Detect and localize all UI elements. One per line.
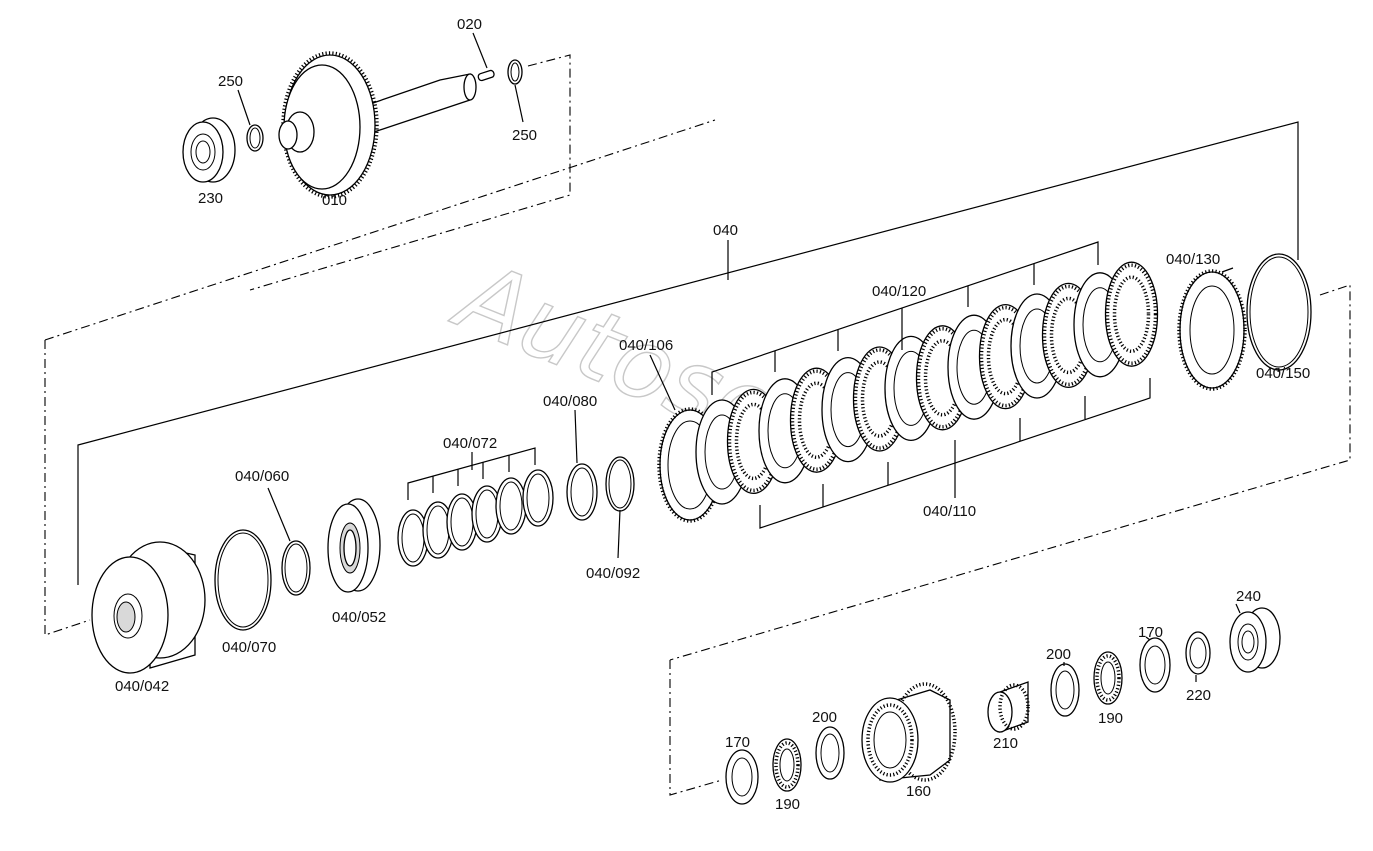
needle-thrust-bearing-190-left[interactable]: [772, 738, 802, 792]
gear-shaft-010[interactable]: [278, 51, 477, 199]
piston-040-052[interactable]: [327, 498, 381, 593]
snap-ring-040-092[interactable]: [605, 456, 635, 512]
middle-assembly-frame: [44, 119, 1351, 661]
label-040-110: 040/110: [923, 503, 976, 520]
needle-thrust-bearing-190-right[interactable]: [1093, 651, 1123, 705]
bracket-040: [77, 121, 1299, 585]
label-040-080: 040/080: [543, 393, 597, 410]
thrust-washer-170-right[interactable]: [1139, 637, 1171, 693]
friction-disc[interactable]: [1104, 261, 1159, 367]
label-040-052: 040/052: [332, 609, 386, 626]
bracket-040-120: [711, 241, 1099, 395]
pin-020[interactable]: [477, 69, 495, 82]
label-040: 040: [713, 222, 738, 239]
label-040-130: 040/130: [1166, 251, 1220, 268]
bracket-040-072: [407, 447, 536, 500]
disc-040-080[interactable]: [566, 463, 598, 521]
gear-160[interactable]: [861, 682, 957, 783]
disc-040-130[interactable]: [1177, 269, 1247, 391]
label-170-right: 170: [1138, 624, 1163, 641]
top-assembly-frame: [249, 54, 571, 291]
bottom-assembly-frame: [669, 660, 723, 796]
bearing-230[interactable]: [182, 117, 236, 183]
label-200-right: 200: [1046, 646, 1071, 663]
retaining-ring-220[interactable]: [1185, 631, 1211, 675]
snap-ring-040-150[interactable]: [1246, 253, 1312, 371]
label-190-left: 190: [775, 796, 800, 813]
label-210: 210: [993, 735, 1018, 752]
o-ring-040-070[interactable]: [214, 529, 272, 631]
clutch-housing-040-042[interactable]: [91, 541, 206, 674]
label-040-120: 040/120: [872, 283, 926, 300]
bracket-040-110: [759, 378, 1151, 529]
label-020: 020: [457, 16, 482, 33]
label-040-150: 040/150: [1256, 365, 1310, 382]
label-240: 240: [1236, 588, 1261, 605]
label-250-left: 250: [218, 73, 243, 90]
spring-set-040-072[interactable]: [397, 469, 554, 567]
leader-lines-middle: [267, 267, 1280, 559]
label-040-092: 040/092: [586, 565, 640, 582]
thrust-washer-200-left[interactable]: [815, 726, 845, 780]
leader-lines-top: [237, 32, 524, 126]
label-200-left: 200: [812, 709, 837, 726]
label-190-right: 190: [1098, 710, 1123, 727]
label-040-072: 040/072: [443, 435, 497, 452]
thrust-washer-200-right[interactable]: [1050, 663, 1080, 717]
label-230: 230: [198, 190, 223, 207]
label-220: 220: [1186, 687, 1211, 704]
label-040-106: 040/106: [619, 337, 673, 354]
bearing-240[interactable]: [1229, 607, 1281, 673]
leader-lines-bottom: [1063, 603, 1241, 682]
label-040-070: 040/070: [222, 639, 276, 656]
label-040-042: 040/042: [115, 678, 169, 695]
label-040-060: 040/060: [235, 468, 289, 485]
o-ring-040-060[interactable]: [281, 540, 311, 596]
clutch-pack-040-110-040-120[interactable]: [695, 261, 1159, 505]
needle-cage-210[interactable]: [987, 681, 1030, 733]
label-010: 010: [322, 192, 347, 209]
label-160: 160: [906, 783, 931, 800]
snap-ring-250-right[interactable]: [507, 59, 523, 85]
snap-ring-250-left[interactable]: [246, 124, 264, 152]
label-250-right: 250: [512, 127, 537, 144]
label-170-left: 170: [725, 734, 750, 751]
thrust-washer-170-left[interactable]: [725, 749, 759, 805]
